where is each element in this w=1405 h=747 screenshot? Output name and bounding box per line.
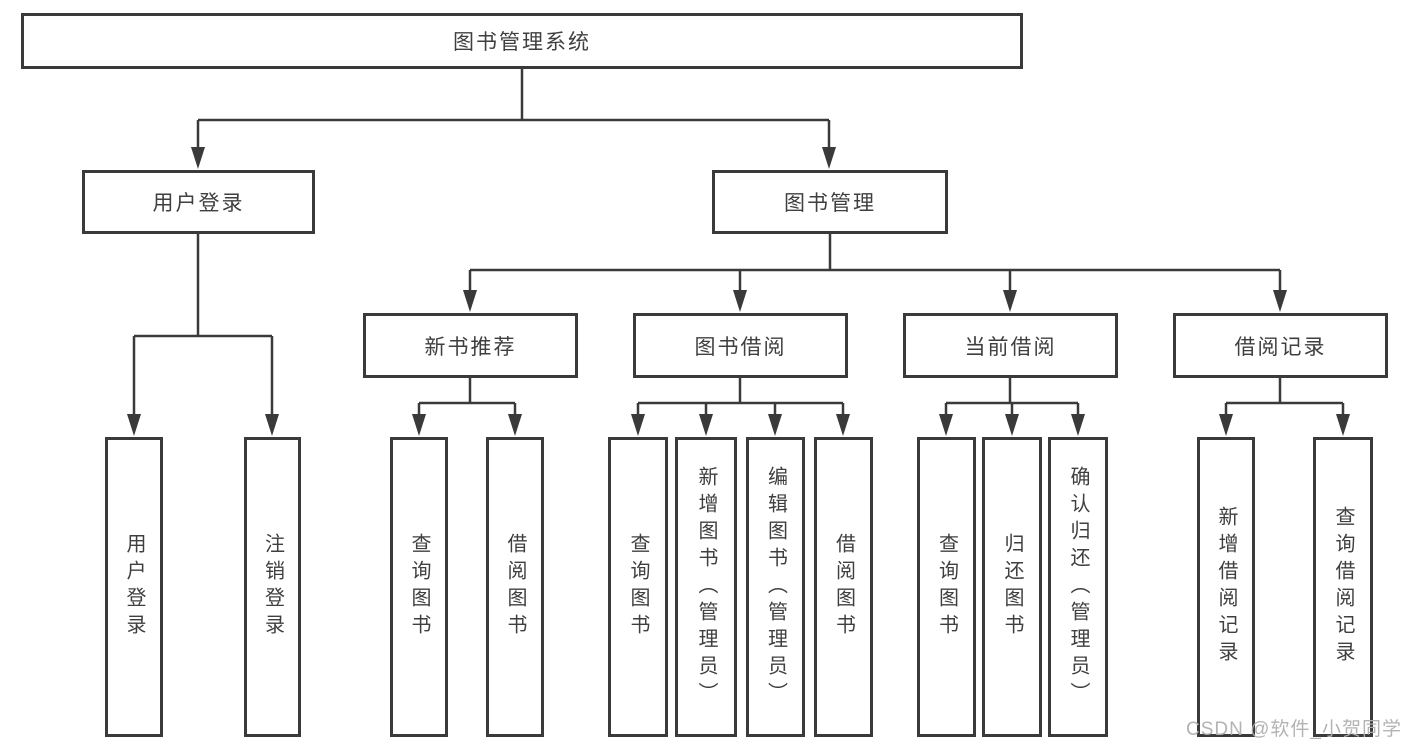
node-label: 借阅图书 <box>832 533 855 641</box>
leaf-return-book: 归还图书 <box>982 437 1042 737</box>
node-label: 查询借阅记录 <box>1332 506 1354 668</box>
node-label: 借阅记录 <box>1234 335 1327 359</box>
connector-current-borrow <box>944 378 1080 418</box>
node-label: 图书管理系统 <box>453 31 591 54</box>
leaf-query-books-2: 查询图书 <box>608 437 668 737</box>
node-label: 借阅图书 <box>504 533 526 641</box>
leaf-edit-book-admin: 编辑图书（管理员） <box>746 437 805 737</box>
node-label: 图书借阅 <box>694 335 787 359</box>
connector-user-login <box>132 234 274 418</box>
node-label: 新书推荐 <box>424 335 517 359</box>
node-label: 查询图书 <box>627 533 649 641</box>
node-label: 查询图书 <box>408 533 430 641</box>
node-borrow-record: 借阅记录 <box>1173 313 1388 378</box>
node-label: 编辑图书（管理员） <box>764 465 787 709</box>
connector-borrow-record <box>1224 378 1345 418</box>
arrowhead-icons <box>127 147 1350 436</box>
leaf-borrow-books-2: 借阅图书 <box>814 437 873 737</box>
node-label: 新增图书（管理员） <box>695 465 717 709</box>
node-label: 确认归还（管理员） <box>1067 465 1089 709</box>
node-new-book-recommend: 新书推荐 <box>363 313 578 378</box>
leaf-query-borrow-record: 查询借阅记录 <box>1313 437 1373 737</box>
node-root-system: 图书管理系统 <box>21 13 1023 69</box>
node-label: 新增借阅记录 <box>1215 506 1237 668</box>
node-book-borrow: 图书借阅 <box>633 313 848 378</box>
leaf-query-books-1: 查询图书 <box>390 437 448 737</box>
leaf-user-login: 用户登录 <box>105 437 163 737</box>
connector-book-management <box>468 234 1282 294</box>
leaf-borrow-books-1: 借阅图书 <box>486 437 544 737</box>
connector-root <box>196 69 831 150</box>
leaf-add-borrow-record: 新增借阅记录 <box>1197 437 1255 737</box>
node-current-borrow: 当前借阅 <box>903 313 1118 378</box>
node-label: 用户登录 <box>123 533 145 641</box>
leaf-logout: 注销登录 <box>244 437 301 737</box>
node-label: 用户登录 <box>152 192 245 215</box>
node-label: 查询图书 <box>935 533 958 641</box>
node-label: 注销登录 <box>261 533 284 641</box>
leaf-confirm-return-admin: 确认归还（管理员） <box>1048 437 1108 737</box>
node-book-management: 图书管理 <box>712 170 948 234</box>
node-label: 图书管理 <box>784 192 876 215</box>
leaf-query-books-3: 查询图书 <box>917 437 976 737</box>
node-label: 归还图书 <box>1001 533 1023 641</box>
connector-new-book-recommend <box>417 378 517 418</box>
leaf-add-book-admin: 新增图书（管理员） <box>675 437 737 737</box>
node-label: 当前借阅 <box>964 335 1057 359</box>
csdn-watermark: CSDN @软件_小贺同学 <box>1186 719 1402 740</box>
connector-book-borrow <box>636 378 845 418</box>
node-user-login: 用户登录 <box>82 170 315 234</box>
